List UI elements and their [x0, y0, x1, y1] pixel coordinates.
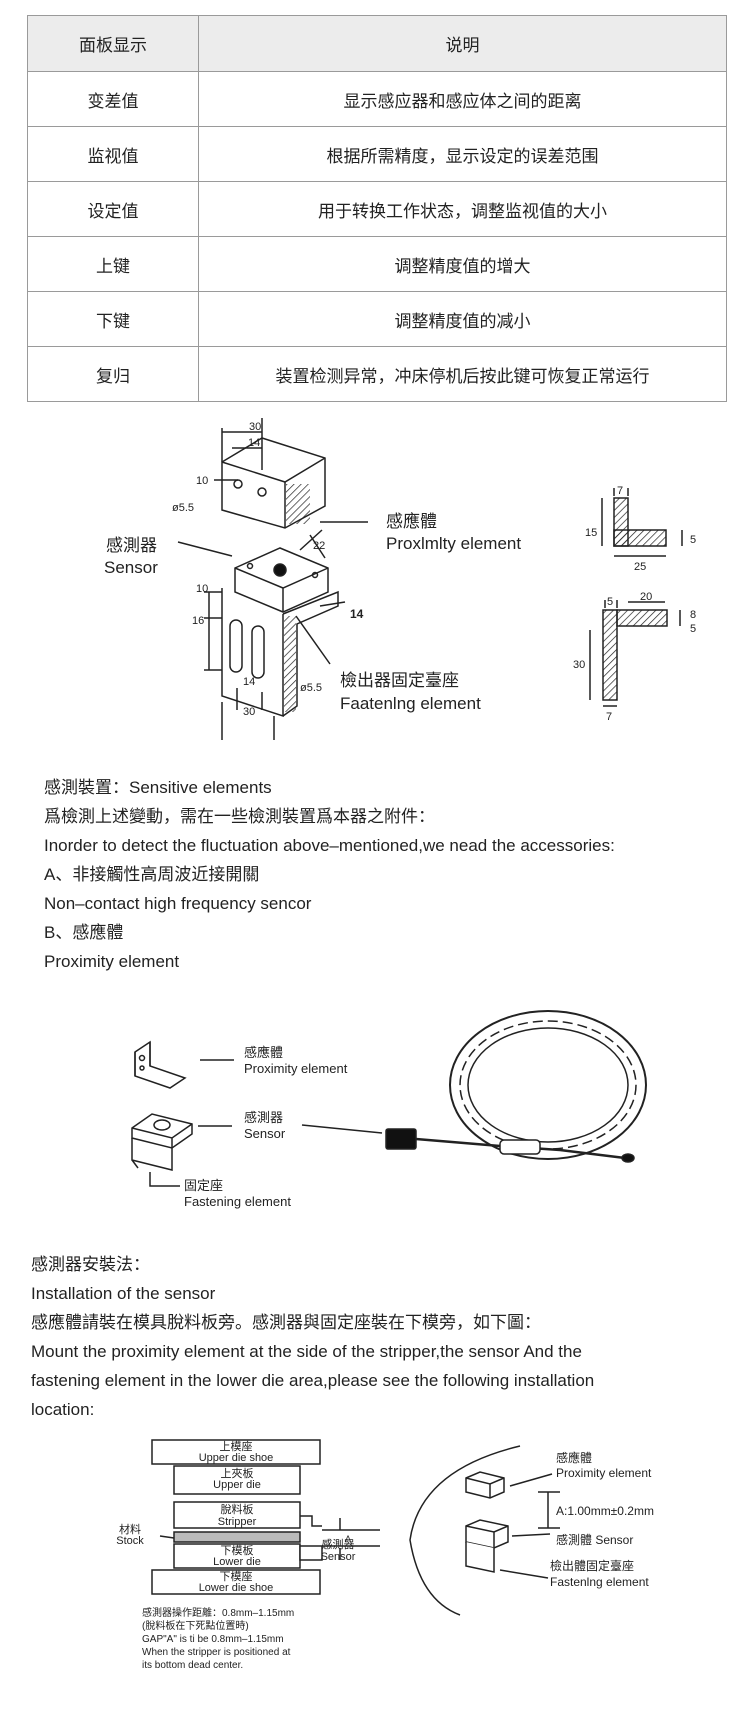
panel-display-table: 面板显示 说明 变差值显示感应器和感应体之间的距离 监视值根据所需精度，显示设定… [27, 15, 727, 402]
proximity-label-en: Proxlmlty element [386, 534, 521, 553]
text-line: A、非接觸性高周波近接開關 [44, 865, 260, 884]
dim-30: 30 [249, 421, 261, 433]
text-line: 感測器安裝法： [31, 1255, 150, 1274]
upper-die-en: Upper die [213, 1479, 261, 1491]
text-line: 感測裝置：Sensitive elements [44, 778, 272, 797]
sensor-en: Sensor [321, 1551, 356, 1563]
dimension-diagram: 30 14 10 ø5.5 22 10 16 14 30 ø5.5 14 感應體… [104, 418, 696, 740]
note-line: its bottom dead center. [142, 1660, 243, 1671]
stock-cn: 材料 [119, 1522, 141, 1536]
d2-sensor-en: Sensor [244, 1126, 286, 1141]
text-line: Mount the proximity element at the side … [31, 1342, 582, 1361]
gap-a-label: A [345, 1534, 351, 1544]
table-row: 复归装置检测异常，冲床停机后按此键可恢复正常运行 [27, 346, 727, 402]
d2-sensor-cn: 感測器 [244, 1110, 283, 1125]
text-line: B、感應體 [44, 923, 124, 942]
d2-proximity-en: Proximity element [244, 1061, 348, 1076]
stripper-en: Stripper [218, 1516, 257, 1528]
dim-r30: 30 [573, 659, 585, 671]
dim-r8: 8 [690, 609, 696, 621]
column-header: 说明 [198, 15, 727, 72]
table-cell-key: 设定值 [27, 181, 199, 237]
table-row: 监视值根据所需精度，显示设定的误差范围 [27, 126, 727, 182]
upper-die-shoe-en: Upper die shoe [199, 1452, 274, 1464]
fastening-label-cn: 檢出器固定臺座 [340, 671, 459, 690]
table-header-row: 面板显示 说明 [27, 15, 727, 72]
text-line: Inorder to detect the fluctuation above–… [44, 836, 615, 855]
mag-fastening-en: Fastenlng element [550, 1575, 649, 1589]
note-line: When the stripper is positioned at [142, 1647, 291, 1658]
mag-fastening-cn: 檢出體固定臺座 [550, 1558, 634, 1573]
dim-r7b: 7 [606, 711, 612, 723]
mag-proximity-en: Proximity element [556, 1466, 652, 1480]
installation-description: 感測器安裝法： Installation of the sensor 感應體請裝… [31, 1250, 594, 1424]
text-line: Non–contact high frequency sencor [44, 894, 312, 913]
lower-die-shoe-en: Lower die shoe [199, 1582, 274, 1594]
table-cell-key: 变差值 [27, 71, 199, 127]
gap-text: A:1.00mm±0.2mm [556, 1504, 654, 1518]
fastening-label-en: Faatenlng element [340, 694, 481, 713]
upper-die-cn: 上夾板 [221, 1466, 254, 1480]
dim-10: 10 [196, 475, 208, 487]
text-line: fastening element in the lower die area,… [31, 1371, 595, 1390]
dim-10b: 10 [196, 583, 208, 595]
dim-16: 16 [192, 615, 204, 627]
d2-fastening-en: Fastening element [184, 1194, 291, 1209]
mag-proximity-cn: 感應體 [556, 1450, 592, 1465]
installation-diagram: 上模座 Upper die shoe 上夾板 Upper die 脫料板 Str… [116, 1439, 654, 1671]
sensor-label-en: Sensor [104, 558, 158, 577]
table-cell-key: 上键 [27, 236, 199, 292]
dim-r5: 5 [690, 534, 696, 546]
text-line: 爲檢測上述變動，需在一些檢測裝置爲本器之附件： [44, 807, 435, 826]
dim-r25: 25 [634, 561, 646, 573]
table-cell-desc: 调整精度值的减小 [198, 291, 727, 347]
table-cell-key: 监视值 [27, 126, 199, 182]
d2-fastening-cn: 固定座 [184, 1178, 223, 1193]
sensor-cn: 感測器 [322, 1537, 355, 1551]
note-line: GAP"A" is ti be 0.8mm–1.15mm [142, 1634, 284, 1645]
dim-hole-55b: ø5.5 [300, 682, 322, 694]
text-line: Installation of the sensor [31, 1284, 216, 1303]
column-header: 面板显示 [27, 15, 199, 72]
dim-r5c: 5 [690, 623, 696, 635]
lower-die-cn: 下模板 [221, 1543, 254, 1557]
dim-14c: 14 [350, 607, 364, 621]
upper-die-shoe-cn: 上模座 [220, 1439, 253, 1453]
table-cell-desc: 装置检测异常，冲床停机后按此键可恢复正常运行 [198, 346, 727, 402]
d2-proximity-cn: 感應體 [244, 1045, 283, 1060]
dim-14b: 14 [243, 676, 255, 688]
accessories-diagram: 感應體 Proximity element 感測器 Sensor 固定座 Fas… [131, 1010, 647, 1209]
note-line: (脫料板在下死點位置時) [142, 1619, 249, 1632]
text-line: location: [31, 1400, 95, 1419]
text-line: 感應體請裝在模具脫料板旁。感測器與固定座裝在下模旁，如下圖： [31, 1313, 541, 1332]
stock-en: Stock [116, 1535, 144, 1547]
dim-r7: 7 [617, 485, 623, 497]
table-row: 变差值显示感应器和感应体之间的距离 [27, 71, 727, 127]
lower-die-en: Lower die [213, 1556, 261, 1568]
table-row: 上键调整精度值的增大 [27, 236, 727, 292]
accessories-description: 感測裝置：Sensitive elements 爲檢測上述變動，需在一些檢測裝置… [44, 773, 615, 976]
note-line: 感測器操作距離：0.8mm–1.15mm [142, 1606, 294, 1619]
lower-die-shoe-cn: 下模座 [220, 1569, 253, 1583]
dim-r15: 15 [585, 527, 597, 539]
table-cell-desc: 显示感应器和感应体之间的距离 [198, 71, 727, 127]
dim-30b: 30 [243, 706, 255, 718]
dim-14: 14 [248, 437, 260, 449]
table-cell-key: 下键 [27, 291, 199, 347]
dim-22: 22 [313, 540, 325, 552]
proximity-label-cn: 感應體 [386, 511, 437, 531]
table-row: 设定值用于转换工作状态，调整监视值的大小 [27, 181, 727, 237]
table-row: 下键调整精度值的减小 [27, 291, 727, 347]
stripper-cn: 脫料板 [221, 1502, 254, 1516]
table-cell-desc: 根据所需精度，显示设定的误差范围 [198, 126, 727, 182]
text-line: Proximity element [44, 952, 180, 971]
table-cell-key: 复归 [27, 346, 199, 402]
dim-r20: 20 [640, 591, 652, 603]
mag-sensor: 感測體 Sensor [556, 1532, 633, 1547]
sensor-label-cn: 感測器 [106, 536, 157, 555]
dim-r5b: 5 [607, 596, 613, 608]
table-cell-desc: 用于转换工作状态，调整监视值的大小 [198, 181, 727, 237]
table-cell-desc: 调整精度值的增大 [198, 236, 727, 292]
dim-hole-55: ø5.5 [172, 502, 194, 514]
